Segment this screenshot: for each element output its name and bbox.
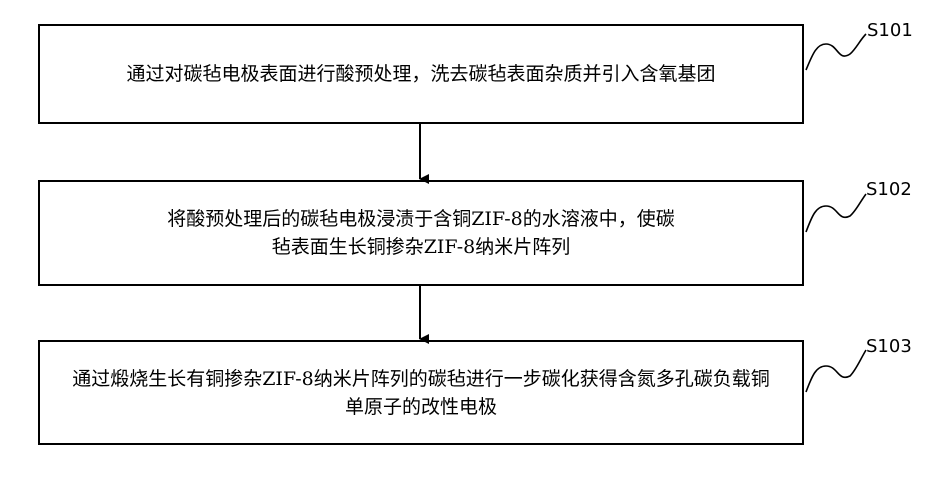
leader-line-s101 — [806, 34, 866, 70]
leader-line-s103 — [806, 350, 866, 392]
leader-line-s102 — [806, 194, 866, 232]
